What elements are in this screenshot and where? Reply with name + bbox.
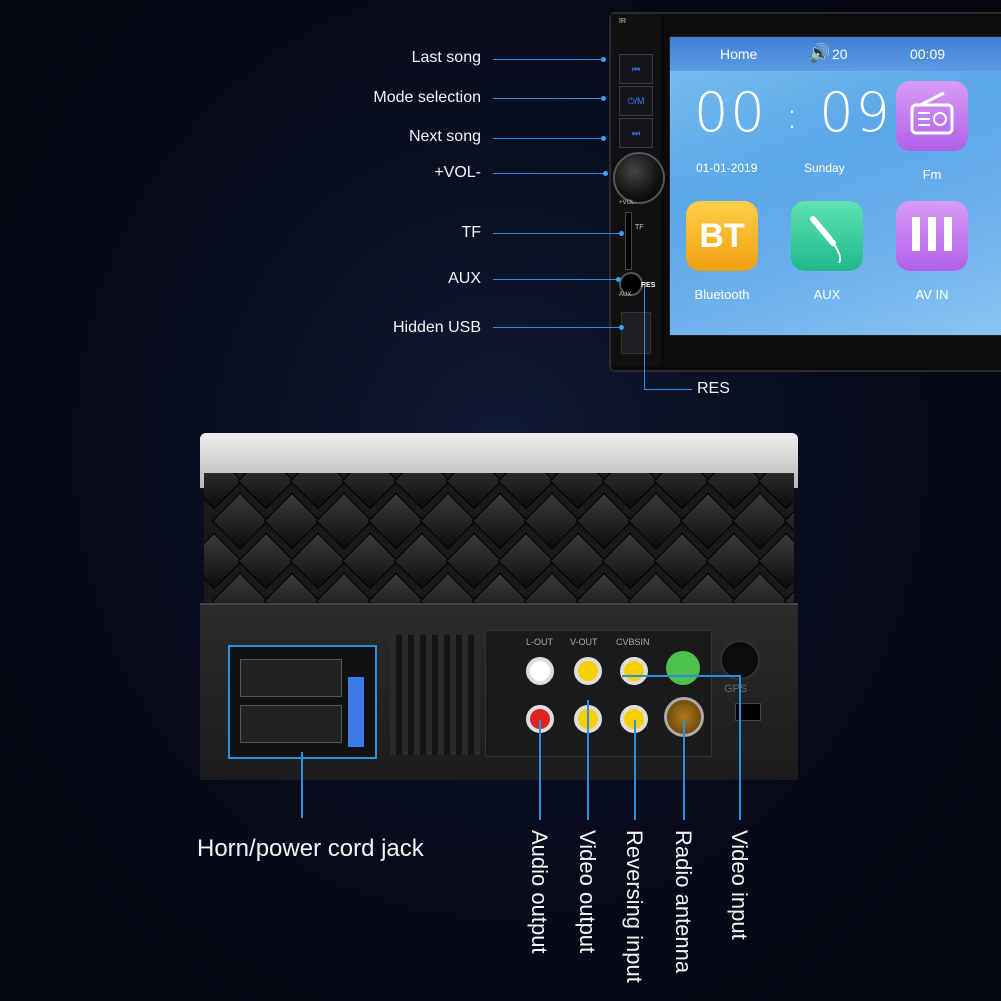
vol-marking: +VOL- [619, 200, 637, 206]
aux-cable-icon [810, 216, 842, 264]
label-tf: TF [461, 224, 481, 241]
clock-separator: : [785, 95, 801, 137]
label-aux: AUX [448, 270, 481, 287]
gps-socket [720, 640, 760, 680]
leader-video-input-horizontal [622, 675, 740, 677]
tf-marking: TF [635, 224, 644, 231]
touch-screen[interactable]: Home 🔊 20 00:09 00 : 09 01-01-2019 Sunda… [669, 36, 1001, 336]
next-song-button[interactable]: ⏭ [619, 118, 653, 148]
leader-dot [601, 136, 606, 141]
leader-dot [603, 171, 608, 176]
leader-dot [601, 96, 606, 101]
label-hidden-usb: Hidden USB [392, 319, 481, 336]
rca-panel: L-OUT V-OUT CVBSIN [485, 630, 712, 757]
res-marking: RES [641, 282, 656, 289]
video-in-jack [620, 657, 648, 685]
control-panel: IR ⏮ ⏻/M ⏭ +VOL- TF AUX RES [611, 14, 665, 366]
label-radio-antenna: Radio antenna [671, 830, 696, 974]
video-out-jack-1 [574, 657, 602, 685]
bt-icon: BT [699, 217, 745, 255]
l-out-marking: L-OUT [526, 637, 553, 647]
leader-radio-antenna [683, 720, 685, 820]
day-text: Sunday [804, 161, 845, 175]
leader-mode [493, 98, 603, 99]
ir-indicator: IR [619, 18, 626, 25]
aux-marking: AUX [619, 292, 632, 298]
status-time: 00:09 [910, 46, 946, 62]
leader-next-song [493, 138, 603, 139]
clock-display: 00 : 09 [694, 81, 892, 144]
hidden-usb-port[interactable] [621, 312, 651, 354]
last-song-button[interactable]: ⏮ [619, 54, 653, 84]
usb-slot-rear [735, 703, 761, 721]
aux-app[interactable] [791, 201, 863, 271]
label-vol: +VOL- [434, 164, 481, 181]
gps-marking: GPS [724, 683, 748, 695]
status-bar: Home 🔊 20 00:09 [670, 37, 1001, 71]
clock-hours: 00 [694, 81, 767, 144]
label-res: RES [697, 380, 730, 397]
head-unit-front: IR ⏮ ⏻/M ⏭ +VOL- TF AUX RES Home 🔊 20 00… [609, 12, 1001, 372]
leader-dot [616, 277, 621, 282]
label-video-input: Video input [727, 830, 752, 940]
fm-label: Fm [922, 167, 942, 182]
leader-audio-output [539, 720, 541, 820]
date-text: 01-01-2019 [696, 161, 758, 175]
leader-dot [619, 231, 624, 236]
connector-block-lower [240, 705, 342, 743]
rca-plugs-icon [912, 217, 952, 251]
leader-dot [601, 57, 606, 62]
label-reversing-input: Reversing input [622, 830, 647, 983]
bluetooth-label: Bluetooth [694, 287, 750, 302]
mode-button[interactable]: ⏻/M [619, 86, 653, 116]
home-tab[interactable]: Home [720, 46, 758, 62]
leader-aux [493, 279, 618, 280]
leader-last-song [493, 59, 603, 60]
cvbs-marking: CVBSIN [616, 637, 650, 647]
leader-tf [493, 233, 621, 234]
leader-reversing-input [634, 720, 636, 820]
audio-out-left-jack [526, 657, 554, 685]
aux-label: AUX [813, 287, 841, 302]
clock-minutes: 09 [819, 81, 892, 144]
label-horn-power: Horn/power cord jack [197, 835, 424, 862]
label-audio-output: Audio output [527, 830, 552, 954]
leader-horn-power [301, 752, 303, 818]
leader-usb [493, 327, 621, 328]
vent-slots [390, 635, 480, 755]
leader-video-input [739, 675, 741, 820]
label-last-song: Last song [411, 49, 481, 66]
leader-vol [493, 173, 605, 174]
rear-panel: L-OUT V-OUT CVBSIN GPS [200, 603, 798, 780]
leader-video-output [587, 700, 589, 820]
volume-value: 20 [832, 46, 848, 62]
label-next-song: Next song [408, 128, 481, 145]
leader-res-vertical [644, 285, 645, 390]
tf-slot[interactable] [625, 212, 632, 270]
power-harness-connector [228, 645, 377, 759]
aux-jack[interactable] [619, 272, 643, 296]
camera-sticker-icon [666, 651, 700, 685]
av-in-app[interactable] [896, 201, 968, 271]
radio-icon [910, 91, 954, 135]
fm-app[interactable] [896, 81, 968, 151]
head-unit-back: L-OUT V-OUT CVBSIN GPS [200, 433, 798, 780]
speaker-icon: 🔊 [808, 43, 831, 63]
bluetooth-app[interactable]: BT [686, 201, 758, 271]
label-mode-selection: Mode selection [373, 89, 481, 106]
label-video-output: Video output [575, 830, 600, 954]
av-in-label: AV IN [915, 287, 949, 302]
fuse-strip [348, 677, 364, 747]
leader-res [644, 389, 692, 390]
volume-knob[interactable] [613, 152, 665, 204]
leader-dot [619, 325, 624, 330]
v-out-marking: V-OUT [570, 637, 598, 647]
connector-block-upper [240, 659, 342, 697]
